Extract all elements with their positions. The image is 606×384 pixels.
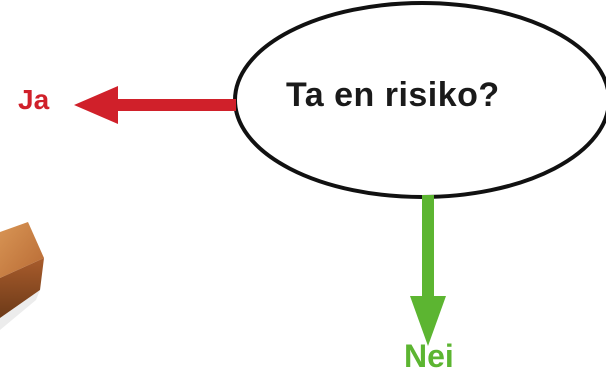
no-arrow [410,195,446,346]
yes-label: Ja [18,84,50,115]
no-label: Nei [404,338,454,374]
yes-arrow [74,86,236,124]
question-text: Ta en risiko? [286,76,500,114]
wooden-board-image [0,222,44,330]
